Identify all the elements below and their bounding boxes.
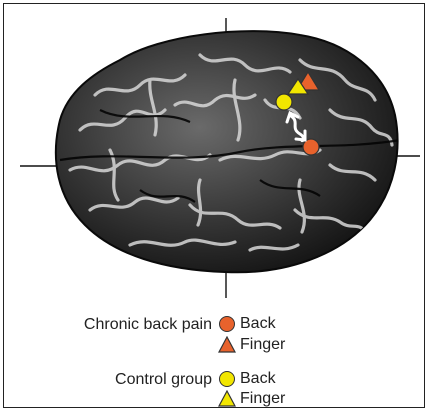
brain-image xyxy=(56,31,400,272)
control-back-marker xyxy=(276,94,292,110)
